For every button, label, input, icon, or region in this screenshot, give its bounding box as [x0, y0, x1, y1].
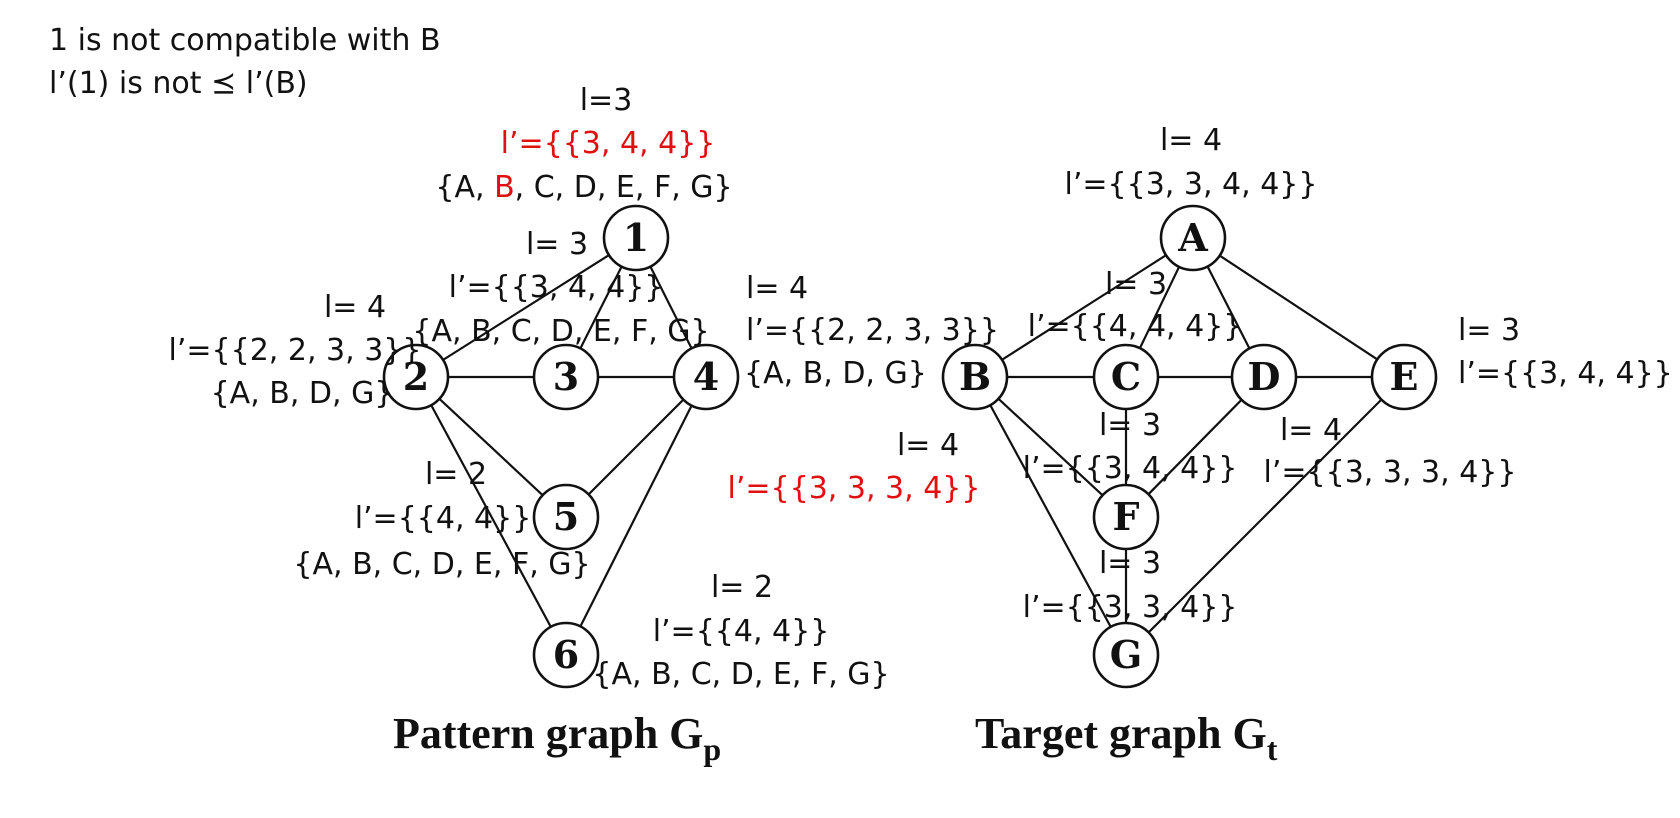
target-node-B: B — [941, 343, 1009, 411]
target-edge-B-G — [974, 376, 1127, 656]
target-annotation-B: l= 4 l’={{3, 3, 3, 4}} — [728, 428, 981, 506]
target-node-E: E — [1370, 343, 1438, 411]
target-edge-A-E — [1192, 237, 1405, 378]
pattern-node-3-label: 3 — [553, 354, 579, 399]
target-node-C-label: C — [1111, 354, 1141, 399]
target-annotation-D: l= 4 l’={{3, 3, 3, 4}} — [1264, 413, 1517, 490]
pattern-3-lprime: l’={{3, 4, 4}} — [449, 270, 664, 305]
pattern-4-l: l= 4 — [746, 271, 808, 306]
note-line-2: l’(1) is not ⪯ l’(B) — [49, 66, 308, 101]
pattern-edge-2-5 — [415, 376, 567, 518]
pattern-node-5-label: 5 — [553, 494, 579, 539]
target-node-D: D — [1230, 343, 1298, 411]
pattern-edge-1-2 — [415, 237, 637, 378]
pattern-annotation-6: l= 2 l’={{4, 4}} {A, B, C, D, E, F, G} — [592, 570, 889, 692]
target-D-lprime: l’={{3, 3, 3, 4}} — [1264, 455, 1517, 490]
target-C-l: l= 3 — [1105, 267, 1167, 302]
pattern-edge-2-6 — [415, 376, 567, 656]
pattern-6-candidates: {A, B, C, D, E, F, G} — [592, 657, 889, 692]
pattern-5-lprime: l’={{4, 4}} — [355, 501, 532, 536]
target-A-l: l= 4 — [1160, 123, 1222, 158]
target-node-G-label: G — [1110, 632, 1142, 677]
target-C-lprime: l’={{4, 4, 4}} — [1028, 309, 1243, 344]
target-node-B-label: B — [959, 354, 991, 399]
target-node-G: G — [1092, 621, 1160, 689]
pattern-node-6: 6 — [532, 621, 600, 689]
pattern-6-lprime: l’={{4, 4}} — [653, 614, 830, 649]
pattern-node-2-label: 2 — [403, 354, 429, 399]
target-B-lprime: l’={{3, 3, 3, 4}} — [728, 471, 981, 506]
note-line-1: 1 is not compatible with B — [49, 23, 441, 58]
target-annotation-A: l= 4 l’={{3, 3, 4, 4}} — [1065, 123, 1318, 202]
pattern-graph-caption: Pattern graph Gp — [393, 709, 721, 767]
target-node-A: A — [1159, 204, 1227, 272]
pattern-node-1: 1 — [602, 204, 670, 272]
target-F-lprime: l’={{3, 4, 4}} — [1023, 451, 1238, 486]
pattern-5-candidates: {A, B, C, D, E, F, G} — [293, 547, 590, 582]
pattern-edge-4-6 — [565, 376, 707, 656]
pattern-annotation-5: l= 2 l’={{4, 4}} {A, B, C, D, E, F, G} — [293, 457, 590, 582]
pattern-1-cand-close: , C, D, E, F, G} — [515, 170, 733, 205]
target-edge-E-G — [1125, 376, 1405, 656]
target-graph-caption: Target graph Gt — [975, 709, 1278, 767]
target-node-F-label: F — [1113, 494, 1140, 539]
pattern-node-3: 3 — [532, 343, 600, 411]
pattern-2-l: l= 4 — [324, 290, 386, 325]
target-node-D-label: D — [1248, 354, 1281, 399]
pattern-node-6-label: 6 — [553, 632, 579, 677]
pattern-5-l: l= 2 — [425, 457, 487, 492]
pattern-node-1-label: 1 — [623, 215, 649, 260]
target-edge-B-F — [974, 376, 1127, 518]
target-D-l: l= 4 — [1280, 413, 1342, 448]
pattern-1-candidates: {A, B, C, D, E, F, G} — [435, 170, 732, 205]
pattern-4-lprime: l’={{2, 2, 3, 3}} — [746, 313, 999, 348]
target-annotation-G: l= 3 l’={{3, 3, 4}} — [1023, 546, 1238, 625]
pattern-2-candidates: {A, B, D, G} — [211, 376, 394, 411]
pattern-node-4: 4 — [672, 343, 740, 411]
target-node-F: F — [1092, 483, 1160, 551]
pattern-1-lprime: l’={{3, 4, 4}} — [501, 126, 716, 161]
target-G-l: l= 3 — [1099, 546, 1161, 581]
target-G-lprime: l’={{3, 3, 4}} — [1023, 590, 1238, 625]
pattern-node-5: 5 — [532, 483, 600, 551]
pattern-3-candidates: {A, B, C, D, E, F, G} — [412, 314, 709, 349]
target-node-C: C — [1092, 343, 1160, 411]
target-B-l: l= 4 — [897, 428, 959, 463]
pattern-1-cand-open: {A, — [435, 170, 494, 205]
target-A-lprime: l’={{3, 3, 4, 4}} — [1065, 167, 1318, 202]
pattern-annotation-1: l=3 l’={{3, 4, 4}} {A, B, C, D, E, F, G} — [435, 83, 732, 205]
target-E-lprime: l’={{3, 4, 4}} — [1458, 356, 1673, 391]
pattern-4-candidates: {A, B, D, G} — [744, 356, 927, 391]
pattern-6-l: l= 2 — [711, 570, 773, 605]
pattern-node-2: 2 — [382, 343, 450, 411]
target-node-A-label: A — [1177, 215, 1208, 260]
pattern-1-cand-highlight: B — [494, 170, 515, 205]
pattern-annotation-3: l= 3 l’={{3, 4, 4}} {A, B, C, D, E, F, G… — [412, 227, 709, 349]
pattern-node-4-label: 4 — [693, 354, 719, 399]
pattern-1-l: l=3 — [580, 83, 633, 118]
pattern-3-l: l= 3 — [526, 227, 588, 262]
target-node-E-label: E — [1390, 354, 1419, 399]
pattern-annotation-2: l= 4 l’={{2, 2, 3, 3}} {A, B, D, G} — [169, 290, 422, 411]
target-annotation-F: l= 3 l’={{3, 4, 4}} — [1023, 408, 1238, 486]
pattern-2-lprime: l’={{2, 2, 3, 3}} — [169, 333, 422, 368]
target-edge-A-B — [974, 237, 1194, 378]
target-annotation-C: l= 3 l’={{4, 4, 4}} — [1028, 267, 1243, 344]
pattern-annotation-4: l= 4 l’={{2, 2, 3, 3}} {A, B, D, G} — [744, 271, 999, 391]
target-annotation-E: l= 3 l’={{3, 4, 4}} — [1458, 313, 1673, 391]
target-F-l: l= 3 — [1099, 408, 1161, 443]
target-E-l: l= 3 — [1458, 313, 1520, 348]
